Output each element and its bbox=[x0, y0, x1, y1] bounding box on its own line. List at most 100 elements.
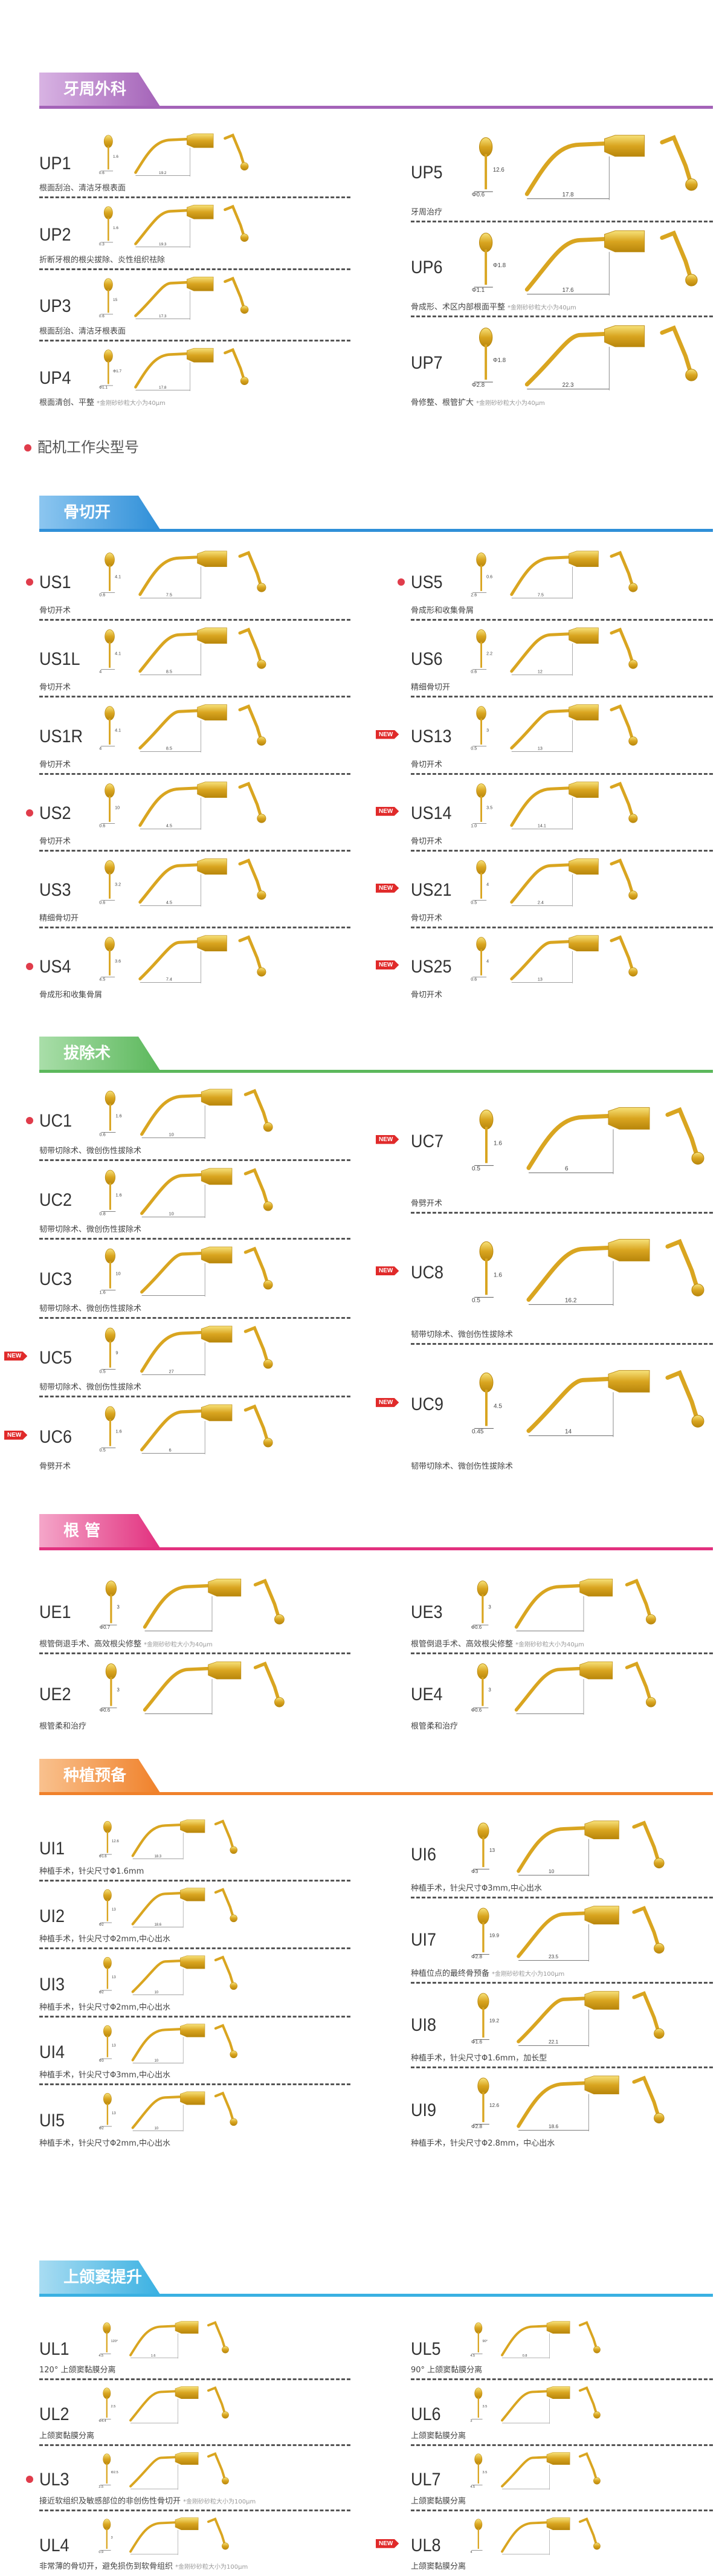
perspective-view-icon bbox=[610, 858, 638, 900]
section-header: 牙周外科 bbox=[39, 73, 713, 109]
tip-code: UE3 bbox=[411, 1602, 443, 1622]
dimension-label: Φ2 bbox=[99, 1991, 105, 1995]
description-text: 牙周治疗 bbox=[411, 207, 443, 217]
tip-drawing: Φ2.812.618.6 bbox=[471, 2076, 665, 2132]
tip-description: 骨切开术 bbox=[411, 758, 442, 769]
tip-code: UL3 bbox=[39, 2470, 69, 2490]
front-view-icon bbox=[473, 1822, 489, 1869]
perspective-view-icon bbox=[632, 1990, 665, 2039]
side-view-icon bbox=[524, 135, 645, 200]
front-view-icon bbox=[472, 1581, 489, 1626]
tip-drawing: 0.63.24.5 bbox=[99, 858, 266, 907]
dimension-label: Φ2.5 bbox=[111, 2471, 118, 2474]
dimension-label: 13 bbox=[538, 977, 543, 982]
tip-description: 种植手术，针尖尺寸Φ2.8mm，中心出水 bbox=[411, 2137, 555, 2148]
perspective-view-icon bbox=[224, 348, 249, 385]
front-view-icon bbox=[101, 1327, 116, 1370]
tip-code: UL5 bbox=[411, 2338, 441, 2359]
tip-description: 根面刮治、清洁牙根表面 bbox=[39, 181, 126, 193]
side-view-icon bbox=[143, 1578, 242, 1632]
side-view-icon bbox=[131, 2091, 205, 2132]
description-text: 种植手术，针尖尺寸Φ2mm,中心出水 bbox=[39, 2138, 170, 2148]
section-divider bbox=[39, 2294, 713, 2297]
dimension-label: Φ3 bbox=[99, 2059, 105, 2063]
dimension-label: 2.6 bbox=[471, 592, 477, 597]
section-header: 骨切开 bbox=[39, 496, 713, 532]
dimension-label: 0.6 bbox=[99, 1132, 105, 1138]
tip-code: UE4 bbox=[411, 1684, 443, 1705]
front-view-icon bbox=[100, 277, 114, 314]
perspective-view-icon bbox=[578, 2451, 601, 2484]
side-view-icon bbox=[134, 348, 214, 391]
side-view-icon bbox=[140, 1089, 233, 1139]
model-subheading: 配机工作尖型号 bbox=[24, 435, 139, 456]
perspective-view-icon bbox=[207, 2321, 229, 2354]
tip-drawing: 0.81.610 bbox=[99, 1168, 273, 1218]
tip-code: US6 bbox=[411, 649, 443, 670]
tip-description: 韧带切除术、微创伤性拔除术 bbox=[39, 1144, 141, 1156]
side-view-icon bbox=[129, 2321, 199, 2359]
front-view-icon bbox=[100, 206, 114, 243]
perspective-view-icon bbox=[207, 2386, 229, 2419]
front-view-icon bbox=[100, 2025, 112, 2059]
tip-description: 种植手术，针尖尺寸Φ1.6mm bbox=[39, 1865, 144, 1876]
dimension-label: 12.6 bbox=[112, 1840, 119, 1843]
side-view-icon bbox=[514, 1661, 613, 1715]
new-badge: NEW bbox=[4, 1351, 28, 1361]
dimension-label: 27 bbox=[169, 1368, 173, 1374]
front-view-icon bbox=[473, 1993, 489, 2040]
